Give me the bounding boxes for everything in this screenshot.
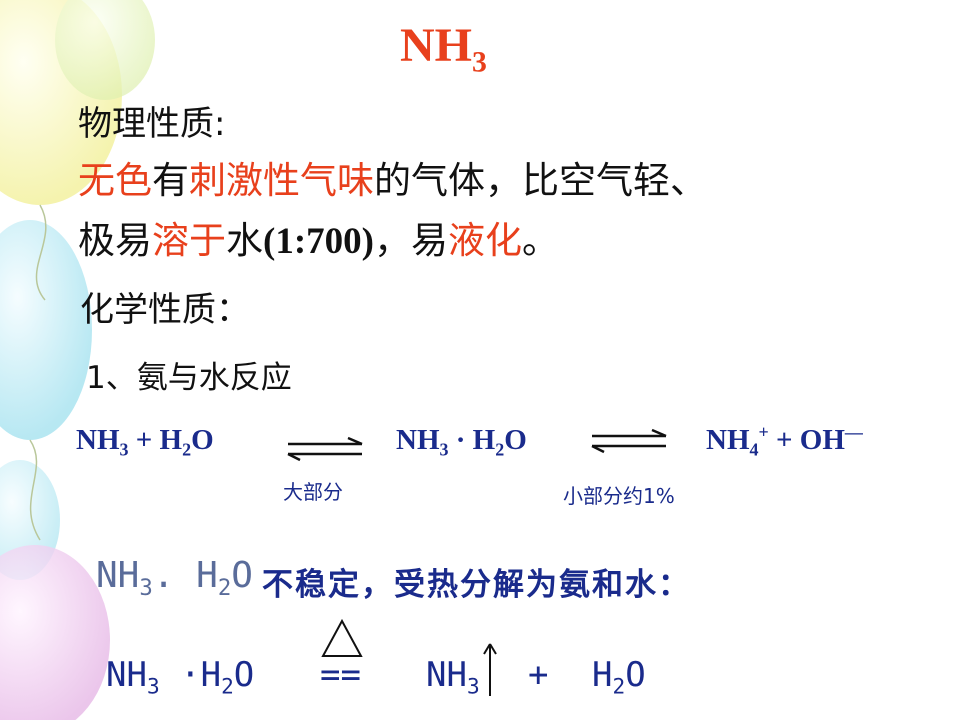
balloon-string: [35, 204, 47, 301]
text-run: ，易: [373, 219, 448, 262]
reversible-arrow-icon: [287, 436, 363, 462]
unstable-statement: 不稳定，受热分解为氨和水：: [262, 567, 691, 603]
text-run: 溶于: [152, 219, 226, 262]
reversible-arrow-icon: [591, 428, 667, 454]
gas-up-arrow-icon: [483, 643, 497, 696]
unstable-formula: NH3. H2O: [96, 555, 253, 601]
text-run: 无色: [78, 159, 152, 202]
note-major-portion: 大部分: [283, 480, 343, 504]
text-run: 有: [152, 159, 189, 202]
decomposition-product-water: H2O: [592, 655, 646, 699]
decomposition-reactant: NH3 ·H2O: [106, 655, 255, 699]
heat-triangle-icon: [321, 618, 363, 657]
equation-reactants: NH3 + H2O: [76, 424, 214, 460]
physical-properties-heading: 物理性质:: [78, 104, 226, 144]
text-run: (1:700): [263, 221, 374, 262]
balloon-shape: [55, 0, 155, 100]
equation-products: NH4+ + OH—: [706, 422, 863, 460]
equation-hydrate: NH3 · H2O: [396, 424, 527, 460]
page-title: NH3: [400, 19, 487, 79]
text-run: 极易: [78, 219, 152, 262]
decomposition-product-ammonia: NH3: [426, 655, 480, 699]
decomposition-plus: +: [528, 655, 549, 695]
balloon-string: [29, 439, 41, 541]
note-minor-portion: 小部分约1%: [563, 484, 675, 508]
balloon-shape: [0, 220, 92, 440]
reaction-heading: 1、氨与水反应: [86, 360, 292, 396]
physical-properties-line-1: 无色有刺激性气味的气体，比空气轻、: [78, 150, 707, 204]
text-run: 。: [521, 219, 559, 262]
text-run: 的气体，比空气轻、: [374, 159, 707, 202]
text-run: 刺激性气味: [189, 159, 374, 202]
chemical-properties-heading: 化学性质：: [80, 290, 250, 330]
balloon-shape: [0, 545, 110, 720]
physical-properties-line-2: 极易溶于水(1:700)，易液化。: [78, 210, 559, 264]
text-run: 水: [226, 219, 263, 262]
text-run: 液化: [447, 219, 522, 262]
decomposition-equals: ==: [320, 655, 361, 695]
